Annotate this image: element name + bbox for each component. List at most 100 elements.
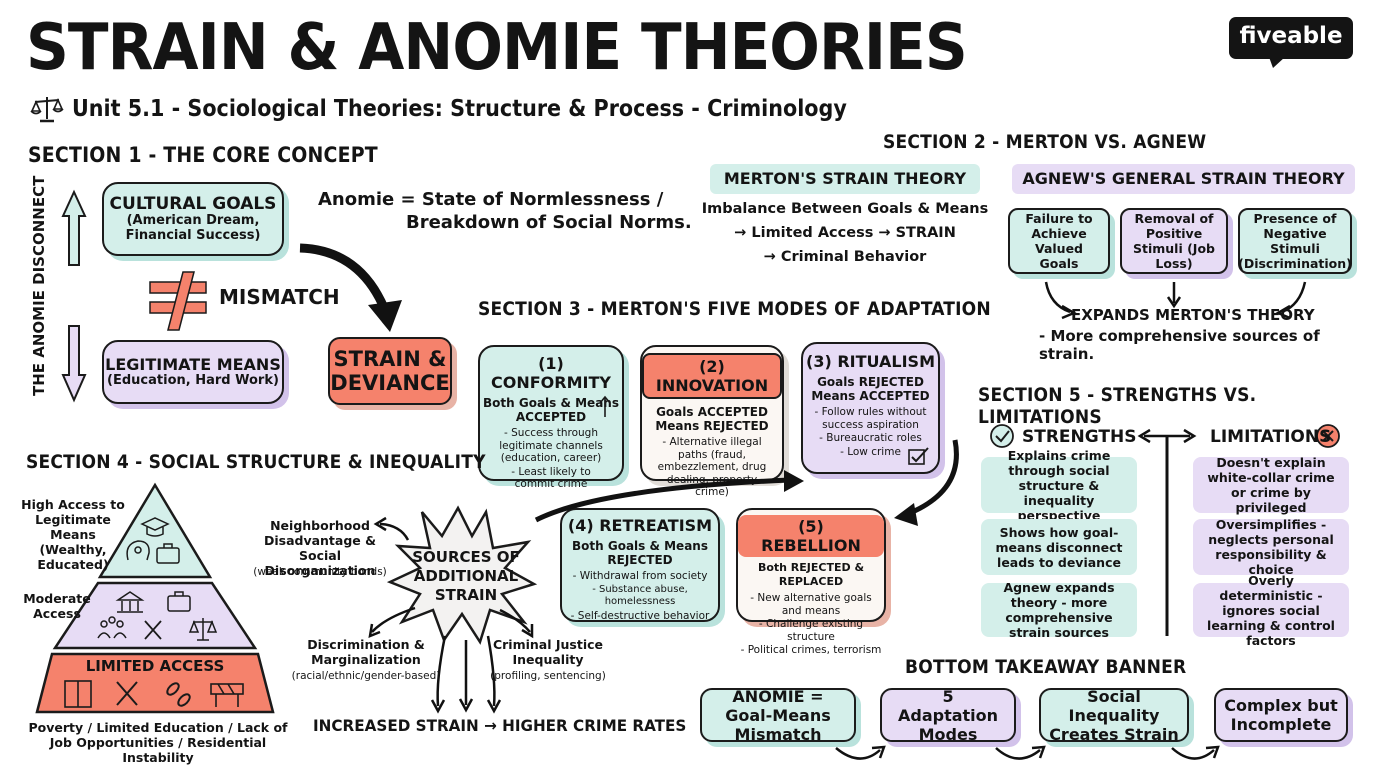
section3-heading: SECTION 3 - MERTON'S FIVE MODES OF ADAPT… <box>478 298 991 320</box>
mode-conformity-sub2: ACCEPTED <box>515 410 587 424</box>
strength-item-2-text: Shows how goal-means disconnect leads to… <box>995 524 1123 570</box>
broken-chain-icon <box>166 682 191 707</box>
briefcase-icon <box>156 543 180 564</box>
mode-innovation-body1: - Alternative illegal paths (fraud, embe… <box>657 436 767 498</box>
agnew-box-failure-text: Failure to Achieve Valued Goals <box>1025 211 1093 271</box>
sources-of-strain-label: SOURCES OF ADDITIONAL STRAIN <box>412 548 520 604</box>
mode-conformity: (1) CONFORMITY Both Goals & Means ACCEPT… <box>478 345 624 490</box>
limitation-item-3: Overly deterministic - ignores social le… <box>1193 573 1349 648</box>
checkbox-check-icon <box>908 447 929 465</box>
mode-ritualism-title: (3) RITUALISM <box>806 352 935 371</box>
mode-retreatism-body1: - Withdrawal from society <box>572 570 708 582</box>
down-arrow-icon <box>61 325 87 403</box>
mode-retreatism-body3: - Self-destructive behavior <box>570 609 710 622</box>
mode-rebellion-sub1: Both REJECTED & REPLACED <box>757 561 865 588</box>
broken-tools-icon <box>116 681 138 706</box>
cultural-goals-detail: (American Dream, Financial Success) <box>125 212 261 243</box>
mode-retreatism-body2: - Substance abuse, homelessness <box>592 583 688 608</box>
mode-ritualism: (3) RITUALISM Goals REJECTED Means ACCEP… <box>801 342 940 474</box>
discrimination-detail: (racial/ethnic/gender-based) <box>291 670 441 682</box>
justice-detail: (profiling, sentencing) <box>490 670 606 682</box>
fiveable-logo-text: fiveable <box>1239 23 1343 49</box>
banner-item-4-text: Complex but Incomplete <box>1224 696 1338 734</box>
mode-rebellion-body2: - Challenge existing structure <box>758 618 864 643</box>
banner-item-3-text: Social Inequality Creates Strain <box>1049 686 1179 744</box>
merton-line1: Imbalance Between Goals & Means <box>701 201 989 217</box>
mode-ritualism-body1: - Follow rules without success aspiratio… <box>814 406 927 431</box>
limited-access-detail: Poverty / Limited Education / Lack of Jo… <box>28 720 288 765</box>
merton-title: MERTON'S STRAIN THEORY <box>710 164 980 194</box>
up-arrow-icon <box>599 395 611 417</box>
mode-innovation-sub2: Means REJECTED <box>655 419 769 433</box>
mode-retreatism-title: (4) RETREATISM <box>567 516 713 535</box>
mode-rebellion: (5) REBELLION Both REJECTED & REPLACED -… <box>736 508 886 656</box>
up-arrow-icon <box>61 189 87 266</box>
page-title: STRAIN & ANOMIE THEORIES <box>26 11 968 85</box>
head-gears-icon <box>126 540 150 561</box>
limitations-label: LIMITATIONS <box>1210 427 1332 447</box>
mode-retreatism-sub1: Both Goals & Means <box>572 539 708 553</box>
check-circle-icon <box>990 424 1014 448</box>
mode-innovation: (2) INNOVATION Goals ACCEPTED Means REJE… <box>640 345 784 498</box>
anomie-definition-line1: Anomie = State of Normlessness / <box>318 189 664 210</box>
mode-conformity-body2: - Least likely to commit crime <box>511 465 591 491</box>
bank-icon <box>115 591 145 613</box>
door-icon <box>64 680 92 708</box>
banner-heading: BOTTOM TAKEAWAY BANNER <box>905 656 1187 678</box>
legitimate-means-title: LEGITIMATE MEANS <box>105 355 281 374</box>
strength-item-3-text: Agnew expands theory - more comprehensiv… <box>1003 580 1115 640</box>
agnew-box-negative: Presence of Negative Stimuli (Discrimina… <box>1238 208 1352 274</box>
banner-item-4: Complex but Incomplete <box>1214 688 1348 742</box>
mode-ritualism-sub2: Means ACCEPTED <box>811 389 930 403</box>
limitation-item-1-text: Doesn't explain white-collar crime or cr… <box>1207 455 1335 515</box>
neighborhood-detail: (weak community bonds) <box>253 566 387 578</box>
briefcase-icon <box>167 591 191 612</box>
strain-deviance-box: STRAIN & DEVIANCE <box>328 337 452 405</box>
mode-retreatism: (4) RETREATISM Both Goals & Means REJECT… <box>560 508 720 622</box>
people-group-icon <box>97 616 127 639</box>
mode-innovation-sub1: Goals ACCEPTED <box>656 405 768 419</box>
mode-conformity-body1: - Success through legitimate channels (e… <box>499 427 603 464</box>
anomie-definition-line2: Breakdown of Social Norms. <box>406 212 692 233</box>
cultural-goals-box: CULTURAL GOALS (American Dream, Financia… <box>102 182 284 256</box>
strain-deviance-line1: STRAIN & <box>333 347 447 371</box>
legitimate-means-box: LEGITIMATE MEANS (Education, Hard Work) <box>102 340 284 404</box>
limitation-item-2-text: Oversimplifies - neglects personal respo… <box>1208 517 1334 577</box>
strength-item-2: Shows how goal-means disconnect leads to… <box>981 519 1137 575</box>
discrimination-label: Discrimination & Marginalization <box>307 637 425 667</box>
outcome-label: INCREASED STRAIN → HIGHER CRIME RATES <box>313 716 687 735</box>
scales-of-justice-icon <box>30 97 64 123</box>
strength-item-1: Explains crime through social structure … <box>981 448 1137 523</box>
mode-conformity-sub1: Both Goals & Means <box>483 396 619 410</box>
section1-heading: SECTION 1 - THE CORE CONCEPT <box>28 143 378 167</box>
mode-ritualism-body3: - Low crime <box>840 445 901 458</box>
agnew-expands-detail: - More comprehensive sources of strain. <box>1039 327 1320 363</box>
agnew-box-failure: Failure to Achieve Valued Goals <box>1008 208 1110 274</box>
logo-tail-icon <box>1269 57 1285 68</box>
banner-item-2-text: 5 Adaptation Modes <box>897 686 999 744</box>
tools-icon <box>144 620 162 640</box>
neighborhood-label: Neighborhood Disadvantage & Social Disor… <box>263 518 377 578</box>
mode-innovation-title: (2) INNOVATION <box>642 353 782 399</box>
agnew-box-removal-text: Removal of Positive Stimuli (Job Loss) <box>1132 211 1215 271</box>
subtitle-row: Unit 5.1 - Sociological Theories: Struct… <box>30 94 933 124</box>
banner-item-1-text: ANOMIE = Goal-Means Mismatch <box>725 686 831 744</box>
banner-item-2: 5 Adaptation Modes <box>880 686 1016 744</box>
agnew-box-negative-text: Presence of Negative Stimuli (Discrimina… <box>1238 211 1352 271</box>
moderate-access-label: Moderate Access <box>23 591 91 621</box>
mode-rebellion-title: (5) REBELLION <box>738 515 884 557</box>
agnew-expands: EXPANDS MERTON'S THEORY <box>1071 306 1315 324</box>
mode-ritualism-body2: - Bureaucratic roles <box>819 432 922 444</box>
banner-item-3: Social Inequality Creates Strain <box>1039 686 1189 744</box>
section2-heading: SECTION 2 - MERTON VS. AGNEW <box>883 131 1207 153</box>
strength-item-3: Agnew expands theory - more comprehensiv… <box>981 580 1137 640</box>
agnew-title: AGNEW'S GENERAL STRAIN THEORY <box>1012 164 1355 194</box>
mode-rebellion-body3: - Political crimes, terrorism <box>740 644 882 656</box>
legitimate-means-detail: (Education, Hard Work) <box>107 373 279 388</box>
mode-conformity-title: (1) CONFORMITY <box>491 354 611 392</box>
merton-line2: → Limited Access → STRAIN <box>734 225 956 241</box>
strain-deviance-line2: DEVIANCE <box>330 371 450 395</box>
barrier-icon <box>210 683 244 707</box>
mode-retreatism-sub2: REJECTED <box>607 553 673 567</box>
limited-access-label: LIMITED ACCESS <box>85 657 225 675</box>
